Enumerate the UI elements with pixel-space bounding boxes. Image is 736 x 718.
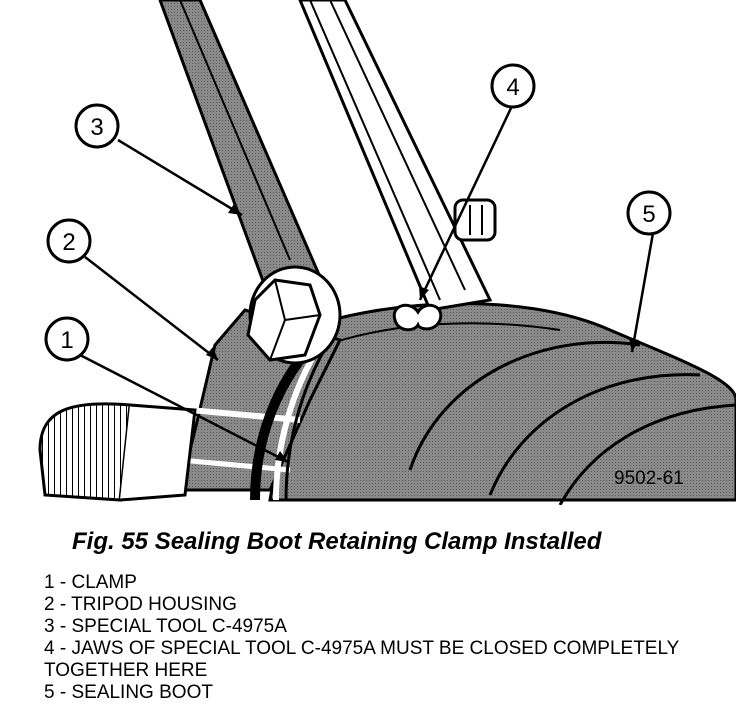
legend-text: JAWS OF SPECIAL TOOL C-4975A MUST BE CLO… [44,638,679,681]
legend-number: 3 [44,616,71,637]
figure-code: 9502-61 [614,468,684,489]
svg-text:1: 1 [60,327,73,354]
sealing-boot [268,302,736,505]
diagram-illustration: 3 2 1 4 5 [38,0,736,505]
callout-4: 4 [490,63,536,109]
legend-text: SEALING BOOT [71,682,213,703]
legend-item-special-tool: 3SPECIAL TOOL C-4975A [44,616,724,638]
legend-item-tripod-housing: 2TRIPOD HOUSING [44,594,724,616]
callout-2: 2 [46,218,92,264]
legend-text: CLAMP [71,572,137,593]
legend-number: 1 [44,572,71,593]
legend-text: SPECIAL TOOL C-4975A [71,616,287,637]
knurled-shaft [38,402,197,502]
leader-lines [79,105,655,464]
legend-number: 4 [44,638,71,659]
svg-text:2: 2 [62,229,75,256]
legend-list: 1CLAMP 2TRIPOD HOUSING 3SPECIAL TOOL C-4… [44,572,724,704]
tool-jaws [392,303,443,332]
legend-number: 5 [44,682,71,703]
special-tool-arm-right [298,0,497,312]
figure-caption: Fig. 55 Sealing Boot Retaining Clamp Ins… [72,528,602,555]
legend-item-jaws: 4JAWS OF SPECIAL TOOL C-4975A MUST BE CL… [44,638,724,682]
legend-number: 2 [44,594,71,615]
legend-text: TRIPOD HOUSING [71,594,237,615]
callout-3: 3 [74,103,120,149]
legend-item-sealing-boot: 5SEALING BOOT [44,682,724,704]
svg-text:5: 5 [642,201,655,228]
callout-1: 1 [44,316,90,362]
arrowheads [206,204,639,462]
callout-5: 5 [626,190,672,236]
legend-item-clamp: 1CLAMP [44,572,724,594]
svg-text:3: 3 [90,114,103,141]
hex-bolt [246,265,342,365]
svg-text:4: 4 [506,74,519,101]
